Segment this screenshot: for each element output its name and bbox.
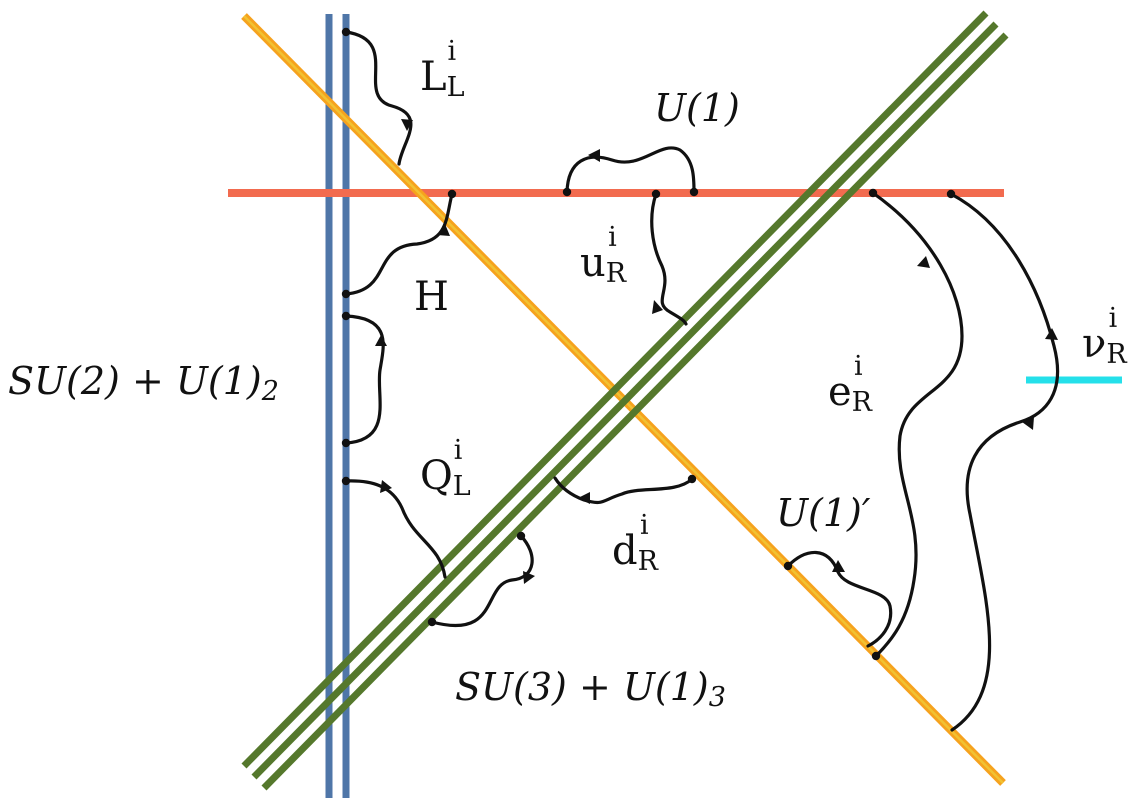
electron-label: eRi (828, 351, 873, 418)
arrowhead (437, 224, 450, 236)
quark-doublet-label: QLi (420, 435, 471, 502)
electron-string (868, 188, 964, 661)
u1-label: U(1) (654, 86, 740, 130)
arrowhead (523, 571, 535, 584)
arrowhead (832, 560, 845, 572)
u1-loop (562, 146, 699, 197)
neutrino-label: νRi (1082, 303, 1127, 370)
arrowhead (578, 492, 590, 504)
arrowhead (380, 480, 392, 493)
down-quark-label: dRi (612, 510, 659, 577)
lepton-doublet-label: LLi (420, 36, 465, 103)
arrowhead (1022, 417, 1034, 430)
arrowhead (401, 119, 413, 131)
arrowhead (1045, 328, 1058, 340)
su3-brane-stack (241, 10, 1009, 791)
quark-doublet-string (341, 476, 447, 579)
higgs-label: H (414, 274, 449, 320)
su3-brane-line-3 (261, 32, 1009, 791)
u1-prime-label: U(1)′ (776, 491, 871, 535)
su2-label: SU(2) + U(1)2 (8, 359, 279, 407)
up-quark-label: uRi (580, 222, 627, 289)
lepton-doublet-string (341, 27, 413, 166)
su3-brane-line-2 (251, 21, 999, 780)
arrowhead (588, 149, 600, 162)
su3-brane-line-1 (241, 10, 989, 769)
arrowhead (652, 300, 663, 314)
quark-doublet-su2-loop (341, 311, 387, 448)
neutrino-string (946, 189, 1060, 732)
down-quark-string (553, 474, 697, 505)
arrowhead (375, 335, 387, 346)
arrowhead (917, 256, 930, 268)
higgs-string (341, 189, 457, 299)
u1-prime-loop (783, 550, 893, 648)
up-quark-string (650, 189, 688, 326)
su3-lower-loop (427, 531, 535, 628)
su3-label: SU(3) + U(1)3 (455, 665, 726, 713)
